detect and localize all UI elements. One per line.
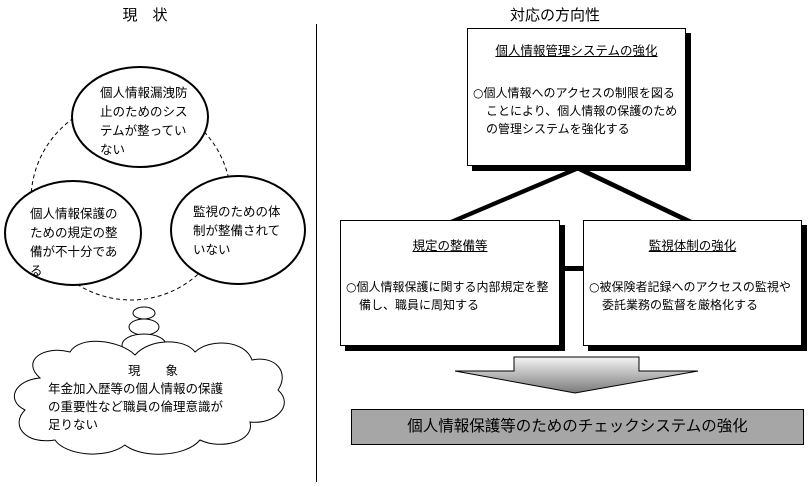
box-info-management: 個人情報管理システムの強化 ○個人情報へのアクセスの制限を図ることにより、個人情… — [467, 28, 686, 166]
text-line: ない — [100, 142, 126, 157]
current-state-heading: 現 状 — [122, 6, 168, 24]
response-direction-heading: 対応の方向性 — [509, 6, 600, 24]
thought-bubble-medium — [128, 318, 160, 336]
circle-monitor — [170, 175, 306, 285]
box-body: ○個人情報へのアクセスの制限を図ることにより、個人情報の保護のための管理システム… — [473, 86, 678, 136]
text-line: いない — [193, 242, 231, 257]
cloud-title: 現 象 — [127, 363, 178, 378]
box-body: ○被保険者記録へのアクセスの監視や委託業務の監督を厳格化する — [589, 280, 791, 312]
cloud-shape — [13, 340, 285, 455]
text-line: る — [30, 263, 43, 278]
box-body: ○個人情報保護に関する内部規定を整備し、職員に周知する — [346, 280, 549, 312]
text-line: 個人情報保護の — [30, 206, 118, 221]
box-title: 監視体制の強化 — [648, 238, 737, 253]
text-line: 監視のための体 — [193, 204, 281, 219]
box-title: 規定の整備等 — [412, 238, 488, 253]
circle-system-text: 個人情報漏洩防 止のためのシス テムが整ってい ない — [100, 83, 200, 159]
text-line: 制が整備されて — [193, 223, 281, 238]
connector-top-right — [572, 168, 694, 221]
circle-rules-text: 個人情報保護の ための規定の整 備が不十分であ る — [30, 204, 130, 280]
box-monitoring: 監視体制の強化 ○被保険者記録へのアクセスの監視や委託業務の監督を厳格化する — [583, 220, 802, 346]
thought-bubble-small — [132, 306, 156, 320]
connector-top-left — [448, 168, 584, 221]
text-line: 止のためのシス — [100, 104, 188, 119]
text-line: の重要性など職員の倫理意識が — [48, 399, 224, 414]
circle-system — [71, 66, 209, 168]
text-line: 備が不十分であ — [30, 244, 118, 259]
down-arrow — [454, 356, 699, 394]
text-line: 足りない — [48, 417, 99, 432]
text-line: ための規定の整 — [30, 225, 118, 240]
text-line: 個人情報漏洩防 — [100, 85, 188, 100]
connector-horizontal — [560, 266, 586, 271]
box-rules: 規定の整備等 ○個人情報保護に関する内部規定を整備し、職員に周知する — [340, 220, 560, 346]
text-line: 年金加入歴等の個人情報の保護 — [48, 381, 224, 396]
circle-monitor-text: 監視のための体 制が整備されて いない — [193, 202, 293, 259]
box-title: 個人情報管理システムの強化 — [495, 43, 658, 58]
cloud-text: 現 象 年金加入歴等の個人情報の保護 の重要性など職員の倫理意識が 足りない — [48, 362, 258, 434]
text-line: テムが整ってい — [100, 123, 187, 138]
circle-rules — [4, 180, 142, 286]
result-banner: 個人情報保護等のためのチェックシステムの強化 — [351, 409, 804, 445]
